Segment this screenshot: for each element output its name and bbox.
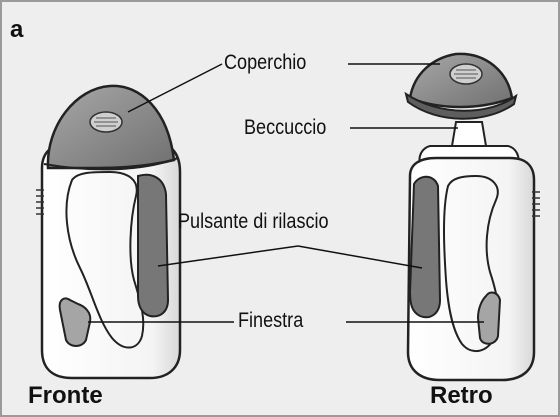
- leader-lines: [88, 63, 484, 323]
- back-caption: Retro: [430, 382, 493, 409]
- back-release-button: [408, 175, 442, 319]
- front-release-button: [137, 173, 170, 318]
- release-button-label: Pulsante di rilascio: [178, 210, 329, 233]
- back-device: [404, 52, 540, 382]
- front-grip-ridges: [36, 189, 44, 215]
- front-cap-vent-lines: [94, 117, 118, 127]
- back-spout: [450, 121, 488, 147]
- back-window: [476, 291, 502, 345]
- back-body: [406, 156, 536, 382]
- cap-leader-front: [127, 63, 223, 113]
- panel-letter: a: [10, 16, 24, 43]
- cap-label: Coperchio: [224, 51, 307, 74]
- back-cap-rim: [404, 91, 518, 120]
- front-cap-rim: [43, 157, 179, 171]
- front-caption: Fronte: [28, 382, 103, 409]
- window-label: Finestra: [238, 309, 304, 332]
- back-cap-vent-lines: [454, 69, 478, 79]
- front-window: [58, 297, 92, 347]
- back-grip-ridges: [532, 191, 540, 217]
- button-leader-back: [297, 245, 423, 269]
- button-leader-front: [157, 245, 299, 267]
- spout-label: Beccuccio: [244, 116, 327, 139]
- front-device: [36, 84, 182, 380]
